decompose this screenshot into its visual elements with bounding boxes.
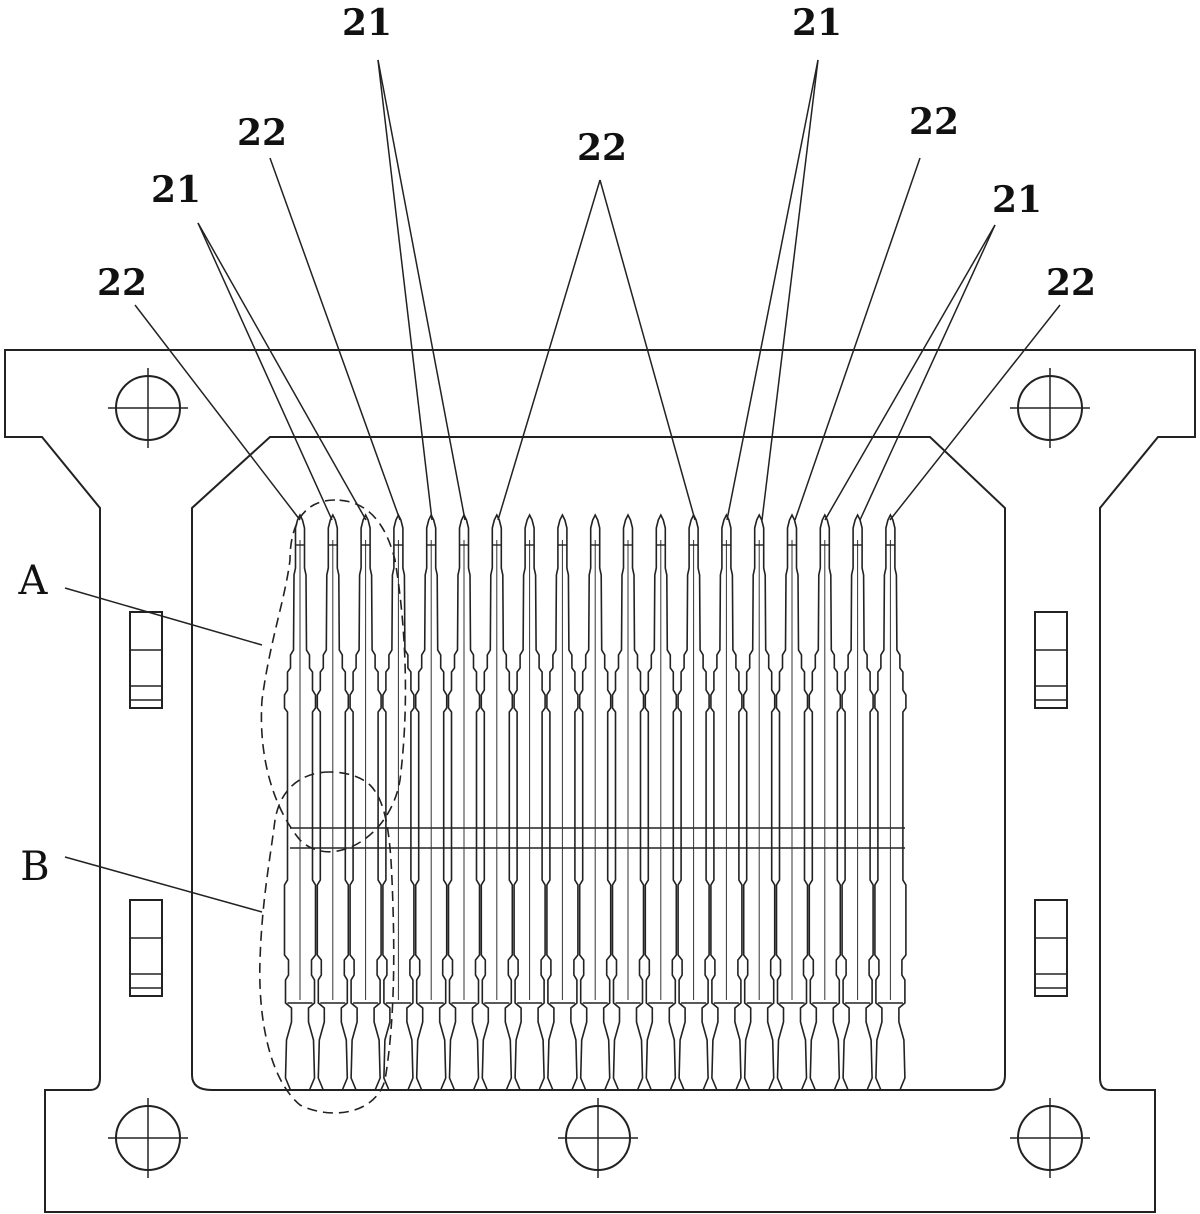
terminal-21 (808, 513, 842, 1091)
mounting-hole-bottom-right (1010, 1098, 1090, 1178)
leader-line (599, 179, 696, 521)
terminal-outline (677, 513, 710, 1091)
label-22: 22 (97, 262, 147, 304)
terminal-21 (611, 513, 645, 1091)
label-22: 22 (909, 101, 959, 143)
terminal-outline (283, 513, 317, 1091)
terminal-21 (447, 513, 481, 1091)
mounting-hole-bottom-center (558, 1098, 638, 1178)
leader-line (134, 304, 301, 521)
terminal-outline (480, 513, 514, 1091)
terminal-outline (546, 513, 579, 1091)
label-21: 21 (151, 169, 201, 211)
side-slot-left-upper (129, 611, 163, 709)
leader-line (824, 224, 996, 521)
leader-line (377, 59, 466, 521)
leader-line (761, 59, 819, 521)
terminal-array (283, 513, 907, 1091)
terminal-outline (611, 513, 645, 1091)
carrier-strip (290, 827, 905, 849)
label-22: 22 (577, 127, 627, 169)
leader-line (726, 59, 819, 521)
side-slot-left-lower (129, 899, 163, 997)
terminal-outline (578, 513, 612, 1091)
terminal-22 (578, 513, 612, 1091)
terminal-22 (480, 513, 514, 1091)
terminal-outline (710, 513, 743, 1091)
terminal-outline (447, 513, 481, 1091)
label-21: 21 (792, 2, 842, 44)
terminal-21 (742, 513, 776, 1091)
mounting-hole-top-left (108, 368, 188, 448)
leader-line (859, 224, 996, 521)
terminal-21 (414, 513, 448, 1091)
detail-outline-a (260, 499, 407, 853)
leader-line (377, 59, 433, 521)
label-22: 22 (1046, 262, 1096, 304)
label-21: 21 (342, 2, 392, 44)
terminal-outline (414, 513, 448, 1091)
leader-line (497, 179, 601, 521)
terminal-21 (644, 513, 678, 1091)
carrier-inner-window (191, 436, 1006, 1091)
leader-line (889, 304, 1061, 521)
terminal-21 (349, 513, 382, 1091)
detail-label-b: B (20, 844, 49, 890)
terminal-21 (316, 513, 350, 1091)
terminal-21 (710, 513, 743, 1091)
terminal-outline (841, 513, 874, 1091)
detail-outline-b (258, 771, 395, 1114)
detail-label-a: A (18, 558, 49, 604)
terminal-outline (742, 513, 776, 1091)
leader-lines (64, 59, 1061, 913)
leader-line (794, 157, 921, 521)
carrier-frame-outline (4, 349, 1196, 1213)
terminal-22 (283, 513, 317, 1091)
terminal-outline (775, 513, 809, 1091)
label-21: 21 (992, 179, 1042, 221)
terminal-21 (513, 513, 546, 1091)
leader-line (269, 157, 401, 521)
terminal-22 (382, 513, 415, 1091)
leader-line-b (64, 856, 263, 913)
terminal-22 (874, 513, 907, 1091)
terminal-outline (316, 513, 350, 1091)
terminal-22 (775, 513, 809, 1091)
terminal-21 (546, 513, 579, 1091)
side-slot-right-lower (1034, 899, 1068, 997)
terminal-outline (349, 513, 382, 1091)
terminal-outline (808, 513, 842, 1091)
mounting-hole-top-right (1010, 368, 1090, 448)
terminal-outline (644, 513, 678, 1091)
mounting-hole-bottom-left (108, 1098, 188, 1178)
terminal-outline (382, 513, 415, 1091)
terminal-22 (677, 513, 710, 1091)
leader-line-a (64, 587, 263, 646)
terminal-outline (513, 513, 546, 1091)
leader-line (197, 222, 367, 521)
label-22: 22 (237, 112, 287, 154)
side-slot-right-upper (1034, 611, 1068, 709)
terminal-outline (874, 513, 907, 1091)
terminal-21 (841, 513, 874, 1091)
leader-line (197, 222, 333, 521)
